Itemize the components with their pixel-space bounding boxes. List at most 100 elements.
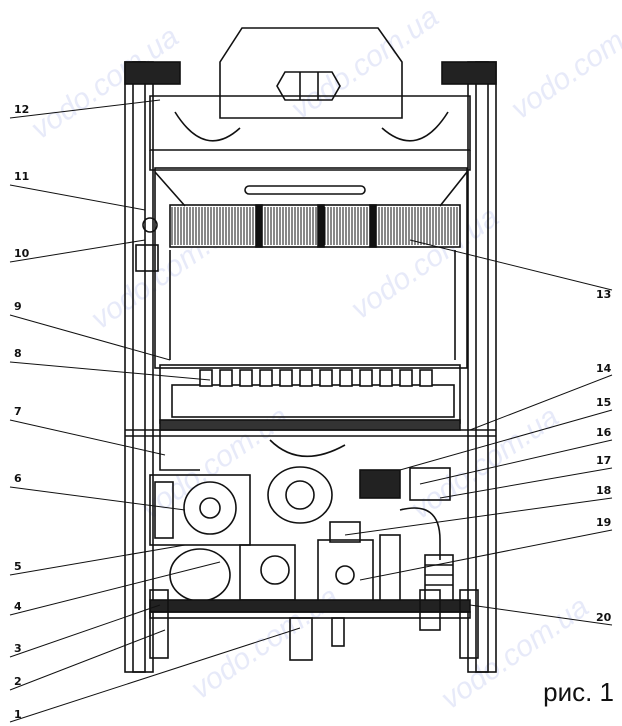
callout-12: 12 [14, 103, 29, 116]
callout-3: 3 [14, 642, 22, 655]
left-connector [149, 589, 169, 659]
flow-sensor-core [285, 480, 315, 510]
callout-4: 4 [14, 600, 22, 613]
leader-15 [399, 409, 613, 471]
gas-pipe-vertical [379, 534, 401, 606]
callout-8: 8 [14, 347, 22, 360]
callout-7: 7 [14, 405, 22, 418]
callout-2: 2 [14, 675, 22, 688]
leader-13 [409, 239, 613, 291]
leader-10 [9, 239, 146, 263]
burner-manifold [171, 384, 455, 418]
hood-skirt [149, 150, 471, 171]
pump-housing [149, 474, 251, 546]
diverter-left-curve [174, 111, 241, 142]
burner-ramp [379, 369, 393, 387]
flue-outlet [276, 71, 341, 101]
pressure-gauge [260, 555, 290, 585]
burner-ramp [199, 369, 213, 387]
callout-11: 11 [14, 170, 29, 183]
callout-9: 9 [14, 300, 22, 313]
callout-16: 16 [596, 426, 612, 439]
leader-16 [419, 439, 613, 485]
callout-15: 15 [596, 396, 611, 409]
burner-ramp [399, 369, 413, 387]
burner-ramp [319, 369, 333, 387]
bottom-manifold [149, 599, 471, 613]
left-top-bracket [124, 61, 181, 85]
callout-6: 6 [14, 472, 22, 485]
burner-ramp [259, 369, 273, 387]
watermark: vodo.com.ua [185, 580, 345, 706]
leader-8 [9, 361, 211, 381]
leader-1 [9, 627, 301, 723]
leader-2 [9, 629, 166, 691]
leader-14 [469, 374, 613, 431]
right-frame-rail-inner [475, 61, 489, 673]
burner-ramp [279, 369, 293, 387]
callout-17: 17 [596, 454, 611, 467]
leader-18 [344, 497, 613, 536]
watermark: vodo.com.ua [405, 400, 565, 526]
chamber-handle-slot [244, 185, 366, 195]
draught-sensor [135, 244, 159, 272]
leader-3 [9, 604, 161, 658]
callout-18: 18 [596, 484, 611, 497]
callout-labels: 12 11 10 9 8 7 6 5 4 3 2 1 13 14 15 16 1… [14, 103, 612, 721]
watermark: vodo.com.ua [505, 0, 622, 126]
pipe-left [159, 430, 200, 471]
burner-ramp [359, 369, 373, 387]
safety-valve-body [169, 548, 231, 602]
burner-base [159, 419, 461, 431]
leader-20 [469, 604, 613, 626]
burner-ramp [299, 369, 313, 387]
leader-6 [9, 486, 186, 511]
leader-11 [9, 184, 146, 211]
pressure-gauge-block [239, 544, 296, 601]
right-top-bracket [441, 61, 497, 85]
leader-7 [9, 419, 166, 456]
leader-17 [439, 467, 613, 499]
gas-inlet-connector [289, 617, 313, 661]
watermark: vodo.com.ua [285, 0, 445, 126]
gas-valve-modulator [329, 521, 361, 543]
flue-hood [219, 27, 403, 119]
chamber-corner-brace [439, 171, 468, 207]
callout-5: 5 [14, 560, 22, 573]
chamber-corner-brace [154, 171, 186, 207]
pump-plug [199, 497, 221, 519]
callout-14: 14 [596, 362, 612, 375]
burner-ramp [419, 369, 433, 387]
gas-valve-knob [335, 565, 355, 585]
dhw-pipe [399, 507, 441, 560]
pump-motor [183, 481, 237, 535]
leader-4 [9, 561, 221, 616]
leader-9 [9, 314, 171, 361]
cold-inlet-connector [331, 617, 345, 647]
left-frame-rail [124, 61, 154, 673]
diverter-right-curve [381, 111, 449, 142]
heat-exchanger [169, 204, 461, 248]
leader-5 [9, 544, 186, 576]
callout-19: 19 [596, 516, 611, 529]
flue-sensor [142, 217, 158, 233]
burner-ramp [219, 369, 233, 387]
leader-19 [359, 529, 613, 581]
boiler-drawing [124, 27, 497, 673]
leader-lines [9, 99, 613, 723]
leader-12 [9, 99, 161, 119]
right-frame-rail [467, 61, 497, 673]
dhw-outlet-connector [419, 589, 441, 631]
burner-ramp [339, 369, 353, 387]
callout-13: 13 [596, 288, 611, 301]
control-block [409, 467, 451, 501]
left-frame-rail-inner [132, 61, 146, 673]
pump-volute [154, 481, 174, 539]
pipe-curve [269, 439, 346, 458]
chamber-inner-walls [169, 250, 456, 360]
figure-caption: рис. 1 [543, 677, 614, 707]
burner-ramp [239, 369, 253, 387]
combustion-chamber [154, 167, 468, 369]
ignition-unit [359, 469, 401, 499]
